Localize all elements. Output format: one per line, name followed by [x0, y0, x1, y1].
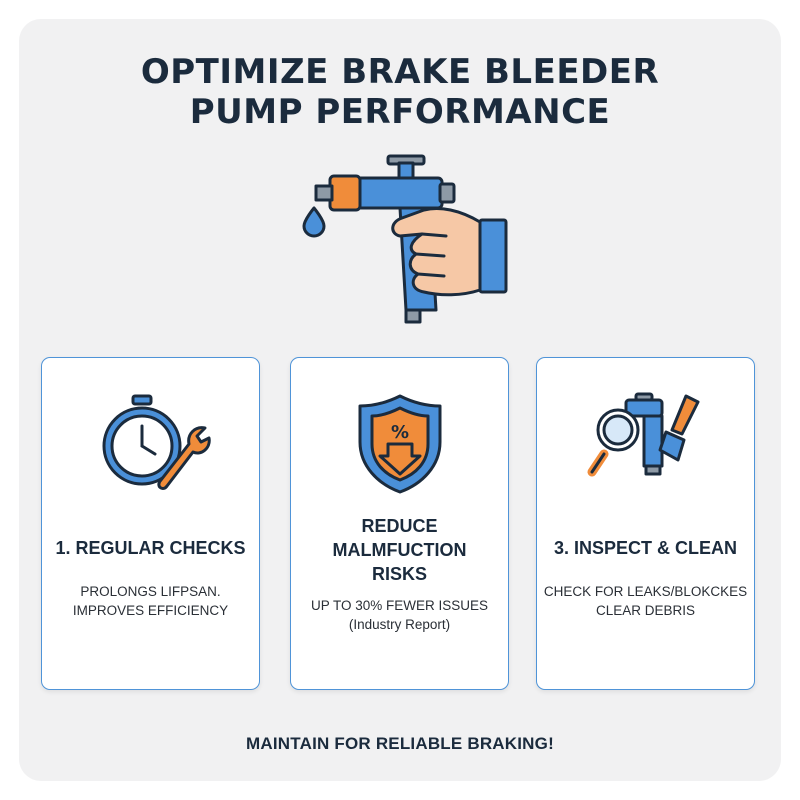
card-title: REDUCE MALMFUCTION RISKS: [291, 514, 508, 586]
percent-shield-icon: %: [358, 394, 441, 494]
svg-text:%: %: [390, 422, 408, 443]
card-regular-checks: 1. REGULAR CHECKS PROLONGS LIFPSAN. IMPR…: [41, 357, 260, 690]
page-title: OPTIMIZE BRAKE BLEEDER PUMP PERFORMANCE: [0, 52, 800, 132]
hand-holding-bleeder-pump-icon: [302, 154, 508, 324]
card-title: 1. REGULAR CHECKS: [42, 536, 259, 560]
title-line-1: OPTIMIZE BRAKE BLEEDER: [140, 52, 660, 92]
card-text-line: CHECK FOR LEAKS/BLOKCKES: [543, 584, 748, 599]
card-text-line: PROLONGS LIFPSAN.: [80, 584, 221, 599]
card-title-line: RISKS: [371, 564, 427, 584]
card-reduce-risks: % REDUCE MALMFUCTION RISKS UP TO 30% FEW…: [290, 357, 509, 690]
title-line-2: PUMP PERFORMANCE: [189, 92, 611, 132]
card-title-line: MALMFUCTION: [332, 540, 467, 560]
magnifier-pump-brush-icon: [587, 392, 699, 477]
card-text-line: CLEAR DEBRIS: [595, 603, 696, 618]
card-text: PROLONGS LIFPSAN. IMPROVES EFFICIENCY: [42, 582, 259, 620]
card-title-line: 3. INSPECT & CLEAN: [553, 538, 738, 558]
footer-tagline: MAINTAIN FOR RELIABLE BRAKING!: [246, 734, 554, 753]
card-text-line: IMPROVES EFFICIENCY: [72, 603, 229, 618]
card-text: UP TO 30% FEWER ISSUES (Industry Report): [291, 596, 508, 634]
card-text-line: UP TO 30% FEWER ISSUES: [310, 598, 489, 613]
stopwatch-wrench-icon: [102, 394, 211, 490]
card-title: 3. INSPECT & CLEAN: [537, 536, 754, 560]
card-inspect-clean: 3. INSPECT & CLEAN CHECK FOR LEAKS/BLOKC…: [536, 357, 755, 690]
card-text-line: (Industry Report): [348, 617, 451, 632]
card-title-line: 1. REGULAR CHECKS: [55, 538, 246, 558]
card-title-line: REDUCE: [361, 516, 438, 536]
card-text: CHECK FOR LEAKS/BLOKCKES CLEAR DEBRIS: [537, 582, 754, 620]
